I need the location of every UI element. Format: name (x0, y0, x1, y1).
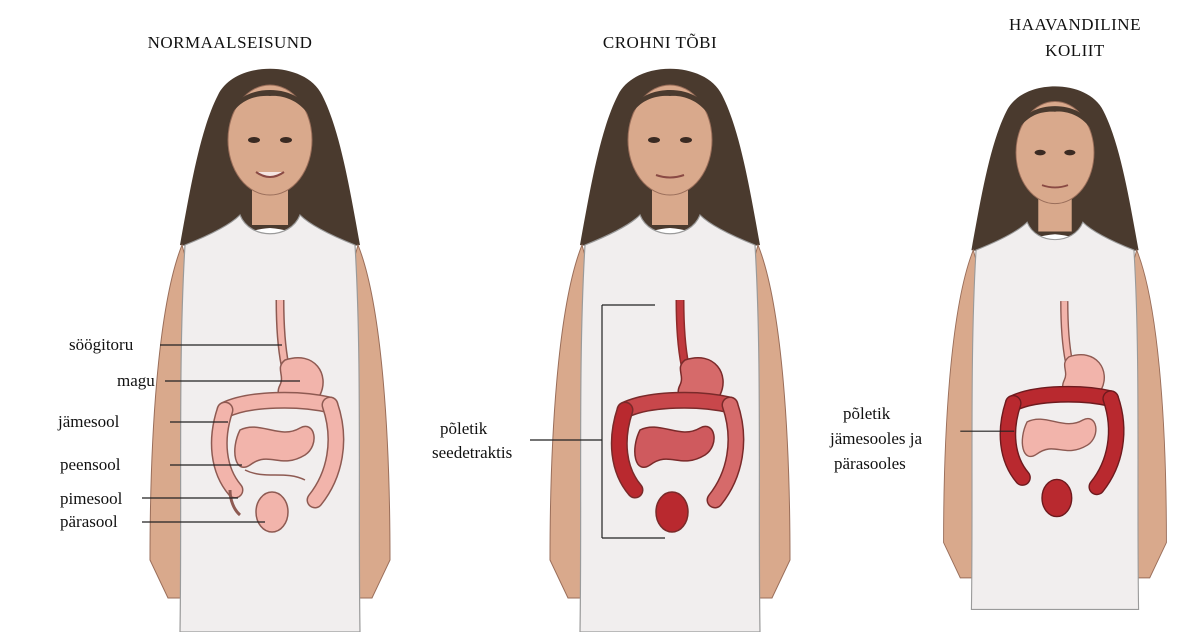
label-colitis-line3: pärasooles (834, 453, 906, 475)
girl-body-normal (150, 69, 390, 632)
figure-colitis (925, 0, 1185, 632)
label-colitis-line2: jämesooles ja (830, 428, 922, 450)
label-crohn-line1: põletik (440, 418, 487, 440)
label-stomach: magu (117, 370, 155, 392)
label-appendix: pimesool (60, 488, 122, 510)
label-colon: jämesool (58, 411, 119, 433)
figure-normal (130, 0, 410, 632)
label-colitis-line1: põletik (843, 403, 890, 425)
label-rectum: pärasool (60, 511, 118, 533)
girl-body-colitis (944, 86, 1167, 609)
figure-crohn (530, 0, 810, 632)
label-crohn-line2: seedetraktis (432, 442, 512, 464)
label-esophagus: söögitoru (69, 334, 133, 356)
girl-body-crohn (550, 69, 790, 632)
label-small-intestine: peensool (60, 454, 120, 476)
